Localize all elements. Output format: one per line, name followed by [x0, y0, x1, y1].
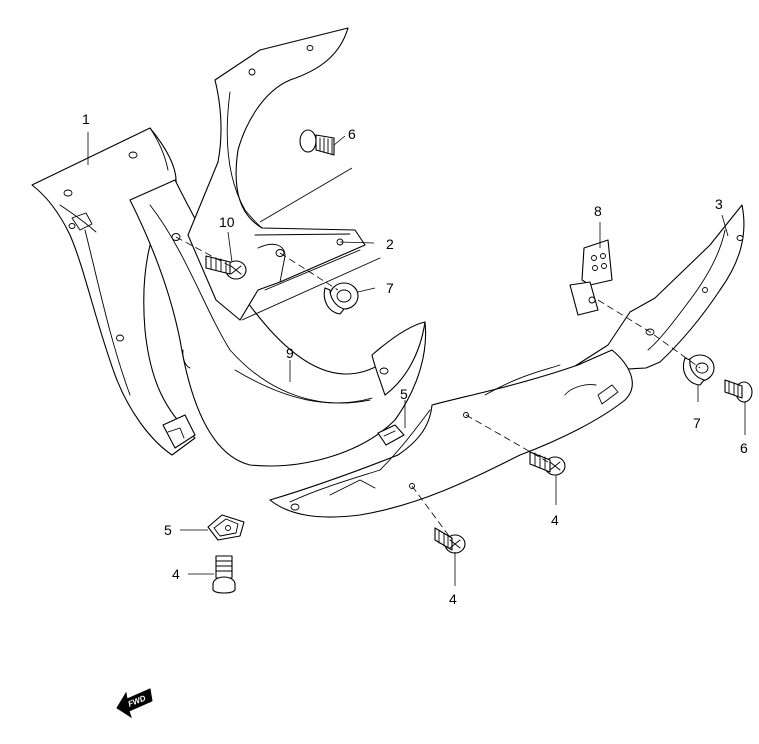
- callout-4-center: 4: [449, 591, 457, 607]
- part-5-bracket-upper: [377, 424, 405, 446]
- callout-7-upper: 7: [386, 280, 394, 296]
- callout-4-left: 4: [172, 566, 180, 582]
- callout-10: 10: [219, 214, 235, 230]
- callout-1: 1: [82, 111, 90, 127]
- part-10-screw: [205, 255, 247, 280]
- callout-6-right: 6: [740, 440, 748, 456]
- assembly-lines: [175, 167, 701, 541]
- leader-lines: [87, 132, 746, 586]
- part-6-bolt-upper: [299, 129, 335, 156]
- fwd-arrow-icon: FWD: [116, 688, 153, 719]
- part-8-plate: [569, 239, 613, 316]
- callout-9: 9: [286, 345, 294, 361]
- callout-3: 3: [715, 196, 723, 212]
- callout-8: 8: [594, 203, 602, 219]
- callout-2: 2: [386, 236, 394, 252]
- callout-labels: 1 2 3 4 4 4 5 5 6 6 7 7 8 9 10: [82, 111, 748, 607]
- part-4-screw-right: [529, 451, 566, 476]
- part-5-lower-cowl: [269, 349, 633, 518]
- callout-5-upper: 5: [400, 386, 408, 402]
- part-4-screw-center: [434, 527, 466, 554]
- callout-5-left: 5: [164, 522, 172, 538]
- part-7-grommet-upper: [323, 282, 359, 315]
- callout-4-right: 4: [551, 512, 559, 528]
- part-3-bracket: [571, 204, 745, 377]
- part-5-clip: [207, 514, 245, 541]
- callout-6-upper: 6: [348, 126, 356, 142]
- part-4-bolt-left: [212, 555, 236, 594]
- callout-7-right: 7: [693, 415, 701, 431]
- part-6-bolt-right: [724, 379, 753, 403]
- part-7-grommet-right: [682, 354, 715, 386]
